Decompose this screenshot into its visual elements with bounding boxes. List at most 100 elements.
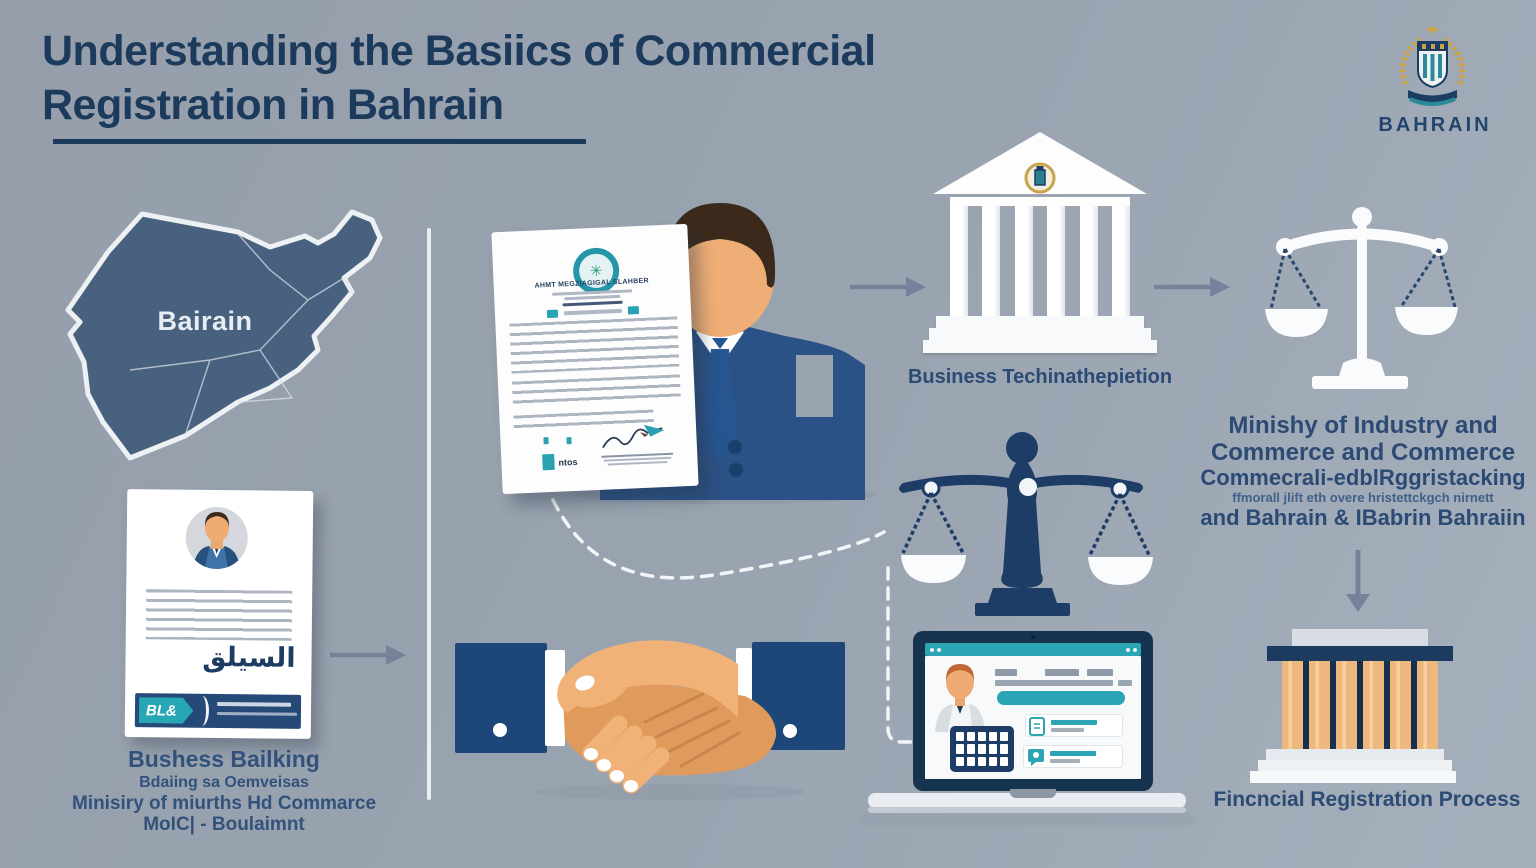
laptop-screen — [913, 631, 1153, 791]
map-label: Bairain — [157, 306, 253, 336]
bank-column — [1111, 206, 1130, 316]
bank-column — [982, 206, 1001, 316]
calculator-keypad-icon — [950, 726, 1014, 772]
certificate-mini-text — [563, 308, 623, 316]
bahrain-emblem-icon — [1399, 26, 1466, 106]
window-dot-icon — [1133, 647, 1137, 652]
window-dot-icon — [1126, 647, 1130, 652]
banner-text-line — [216, 711, 297, 716]
ministry-line3: Commecrali-edblRggristacking — [1200, 465, 1526, 490]
document-icon — [1029, 717, 1045, 736]
page-title-line2: Registration in Bahrain — [42, 81, 504, 129]
certificate-body-lines — [511, 374, 681, 410]
title-underline — [53, 139, 586, 144]
laptop-content — [925, 656, 1141, 779]
list-item-title — [1051, 720, 1097, 725]
arrow-right-icon — [330, 645, 406, 665]
bank-columns — [950, 206, 1130, 316]
desk-shelf — [868, 793, 1186, 808]
ministry-line1: Minishy of Industry and — [1228, 412, 1498, 439]
bank-column — [950, 206, 968, 316]
financial-column — [1417, 661, 1438, 749]
bank-column — [1079, 206, 1098, 316]
bank-step — [929, 328, 1151, 340]
financial-building-slab — [1292, 629, 1428, 646]
laptop-titlebar — [925, 643, 1141, 656]
bottom-left-line2: Bdaiing sa Oemveisas — [139, 774, 309, 791]
certificate-mini-stamp-icon — [546, 309, 559, 319]
certificate-mini-stamp-icon — [627, 306, 640, 315]
navy-scales-icon — [899, 432, 1153, 616]
bank-emblem-icon — [1024, 162, 1056, 194]
card-badge: BL& — [139, 697, 195, 724]
section-divider — [427, 228, 431, 800]
certificate-document: ✳ AHMT MEGZIAGIGAL SLAHBER ntos — [491, 223, 699, 495]
chat-icon — [1028, 749, 1044, 766]
financial-column — [1336, 661, 1357, 749]
bank-step — [936, 316, 1144, 328]
certificate-tick — [566, 437, 572, 445]
certificate-subline — [564, 294, 621, 300]
financial-step — [1258, 760, 1452, 771]
white-scales-icon — [1265, 207, 1458, 389]
certificate-divider — [562, 300, 623, 306]
form-line — [1118, 680, 1132, 686]
bottom-left-text-block: Bushess Bailking Bdaiing sa Oemveisas Mi… — [48, 745, 400, 836]
financial-step — [1266, 749, 1444, 760]
list-item-subtitle — [1051, 728, 1084, 732]
id-card-document: السيلق BL& — [124, 489, 314, 739]
page-title-line1: Understanding the Basiics of Commercial — [42, 27, 876, 75]
primary-button[interactable] — [997, 691, 1125, 705]
form-line — [995, 669, 1017, 676]
certificate-stamp-text: ntos — [558, 456, 578, 468]
window-dot-icon — [930, 647, 934, 652]
certificate-stamp-icon — [542, 453, 555, 471]
bottom-left-line3: Minisiry of miurths Hd Commarce — [71, 793, 377, 814]
form-line — [1045, 669, 1079, 676]
financial-column — [1282, 661, 1303, 749]
form-line — [995, 680, 1113, 686]
arrow-down-icon — [1346, 550, 1370, 612]
laptop-avatar — [935, 664, 985, 732]
dashed-connector-path — [551, 498, 918, 744]
laptop-camera-dot — [1031, 635, 1035, 639]
financial-column — [1363, 661, 1384, 749]
list-item[interactable] — [1023, 745, 1123, 768]
form-line — [1087, 669, 1113, 676]
card-text-lines — [145, 589, 293, 641]
desk-shadow — [860, 813, 1194, 825]
certificate-body-lines — [509, 316, 680, 374]
bottom-left-line4: MoIC| - Boulaimnt — [143, 814, 305, 835]
arrow-right-icon — [1154, 277, 1230, 297]
desk-shelf-edge — [868, 807, 1186, 813]
bottom-left-line1: Bushess Bailking — [128, 746, 320, 772]
financial-column — [1309, 661, 1330, 749]
certificate-signature — [602, 424, 665, 449]
ministry-text-block: Minishy of Industry and Commerce and Com… — [1190, 412, 1536, 530]
financial-label: Fincncial Registration Process — [1213, 788, 1521, 811]
card-arabic-text: السيلق — [202, 641, 296, 674]
list-item-title — [1050, 751, 1096, 756]
financial-building-columns — [1282, 661, 1438, 749]
financial-step — [1250, 771, 1456, 783]
ministry-line2: Commerce and Commerce — [1210, 439, 1516, 466]
financial-column — [1390, 661, 1411, 749]
id-card-avatar — [185, 506, 248, 570]
window-dot-icon — [937, 647, 941, 652]
bank-step — [923, 340, 1157, 353]
list-item-subtitle — [1050, 759, 1080, 763]
bahrain-map-graphic — [65, 209, 383, 461]
bank-label: Business Techinathepietion — [907, 366, 1173, 388]
page-title: Understanding the Basiics of Commercial … — [42, 24, 1022, 132]
certificate-seal-icon: ✳ — [572, 246, 621, 295]
bank-architrave — [950, 197, 1130, 206]
handshake-graphic — [455, 640, 845, 800]
card-banner: BL& — [134, 693, 302, 729]
bank-column — [1014, 206, 1033, 316]
ministry-line4: ffmorall jlift eth overe hristettckgch n… — [1232, 490, 1494, 505]
banner-text-line — [217, 701, 292, 707]
list-item[interactable] — [1025, 714, 1123, 737]
certificate-tick — [543, 437, 549, 445]
arrow-right-icon — [850, 277, 926, 297]
bank-column — [1047, 206, 1066, 316]
